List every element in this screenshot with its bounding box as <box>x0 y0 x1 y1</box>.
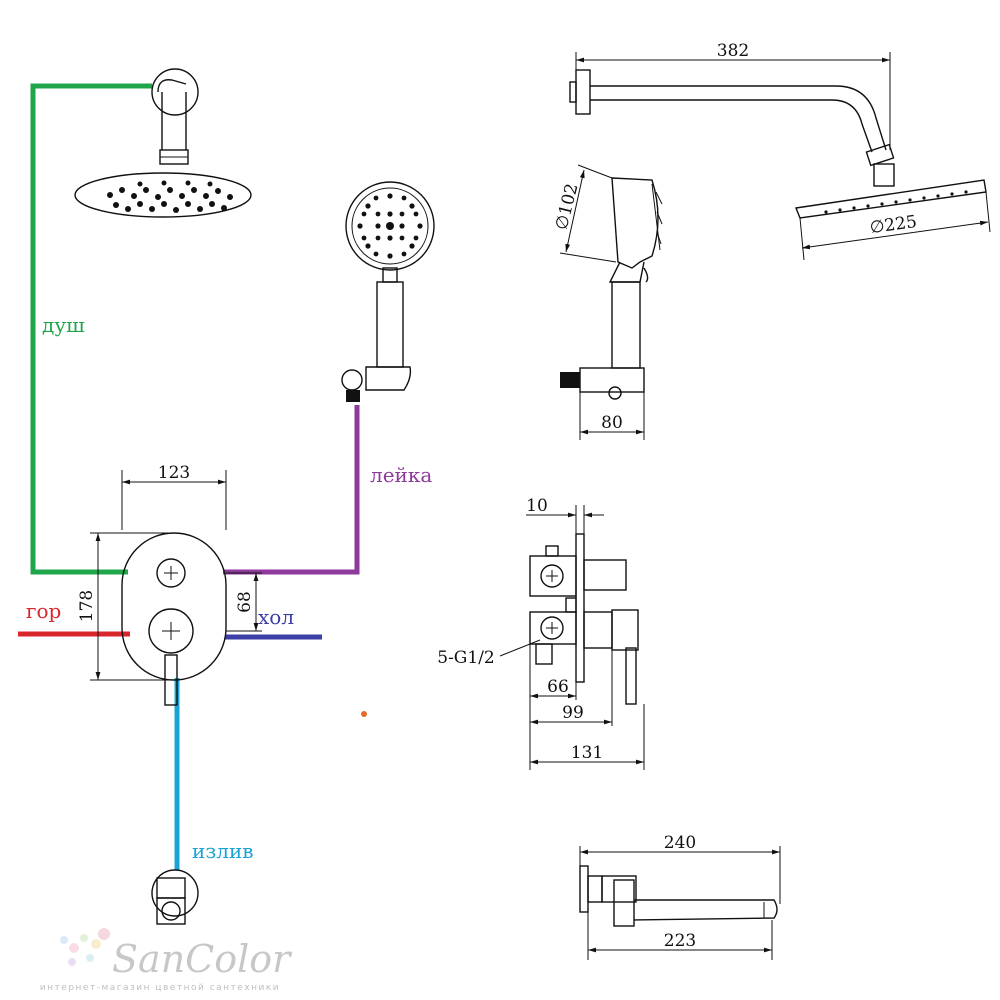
spout-icon <box>151 869 199 925</box>
overhead-shower-icon <box>74 68 252 218</box>
hand-shower-side-view <box>560 177 663 400</box>
mixer-panel-icon <box>121 532 227 706</box>
dim-label-382: 382 <box>717 41 749 61</box>
hand-shower-icon <box>341 181 435 402</box>
dim-label-10: 10 <box>526 496 548 516</box>
dim-label-66: 66 <box>547 677 569 697</box>
dimension-holder-width: 80 <box>579 392 645 440</box>
dimension-depths: 66 99 131 <box>529 644 645 770</box>
dim-label-131: 131 <box>571 743 603 763</box>
dim-label-68: 68 <box>235 591 255 613</box>
label-cold: хол <box>258 605 294 629</box>
sancolor-logo: SanColor интернет-магазин цветной сантех… <box>40 928 293 993</box>
dim-label-223: 223 <box>664 931 696 951</box>
logo-tagline: интернет-магазин цветной сантехники <box>40 983 280 993</box>
shower-arm-side-view <box>569 69 987 219</box>
logo-brand: SanColor <box>112 937 293 981</box>
dim-label-178: 178 <box>77 590 97 622</box>
label-handshower: лейка <box>370 463 432 487</box>
dimension-panel-height: 178 <box>77 532 170 681</box>
mixer-side-view <box>529 533 639 705</box>
dimension-thread: 5-G1/2 <box>437 639 541 668</box>
dim-label-99: 99 <box>562 703 584 723</box>
dimension-plate-thickness: 10 <box>526 496 604 534</box>
label-shower: душ <box>42 313 85 337</box>
dim-label-thread: 5-G1/2 <box>437 648 495 668</box>
dimension-handshower-diameter: ∅102 <box>552 164 617 263</box>
dim-label-240: 240 <box>664 833 696 853</box>
label-hot: гор <box>26 599 61 623</box>
dimension-spout-total: 240 <box>579 833 781 904</box>
dim-label-102: ∅102 <box>552 181 583 232</box>
accent-dot <box>361 711 367 717</box>
dimension-center-distance: 68 <box>226 572 262 632</box>
pipe-handshower <box>223 405 360 575</box>
pipe-shower <box>30 83 152 575</box>
dimension-arm-length: 382 <box>575 41 891 150</box>
dimension-spout-reach: 223 <box>587 912 773 960</box>
dimension-panel-width: 123 <box>121 463 227 530</box>
dim-label-123: 123 <box>158 463 190 483</box>
dim-label-225: ∅225 <box>869 212 919 238</box>
dim-label-80: 80 <box>601 413 623 433</box>
label-spout: излив <box>192 839 254 863</box>
spout-side-view <box>579 865 778 927</box>
